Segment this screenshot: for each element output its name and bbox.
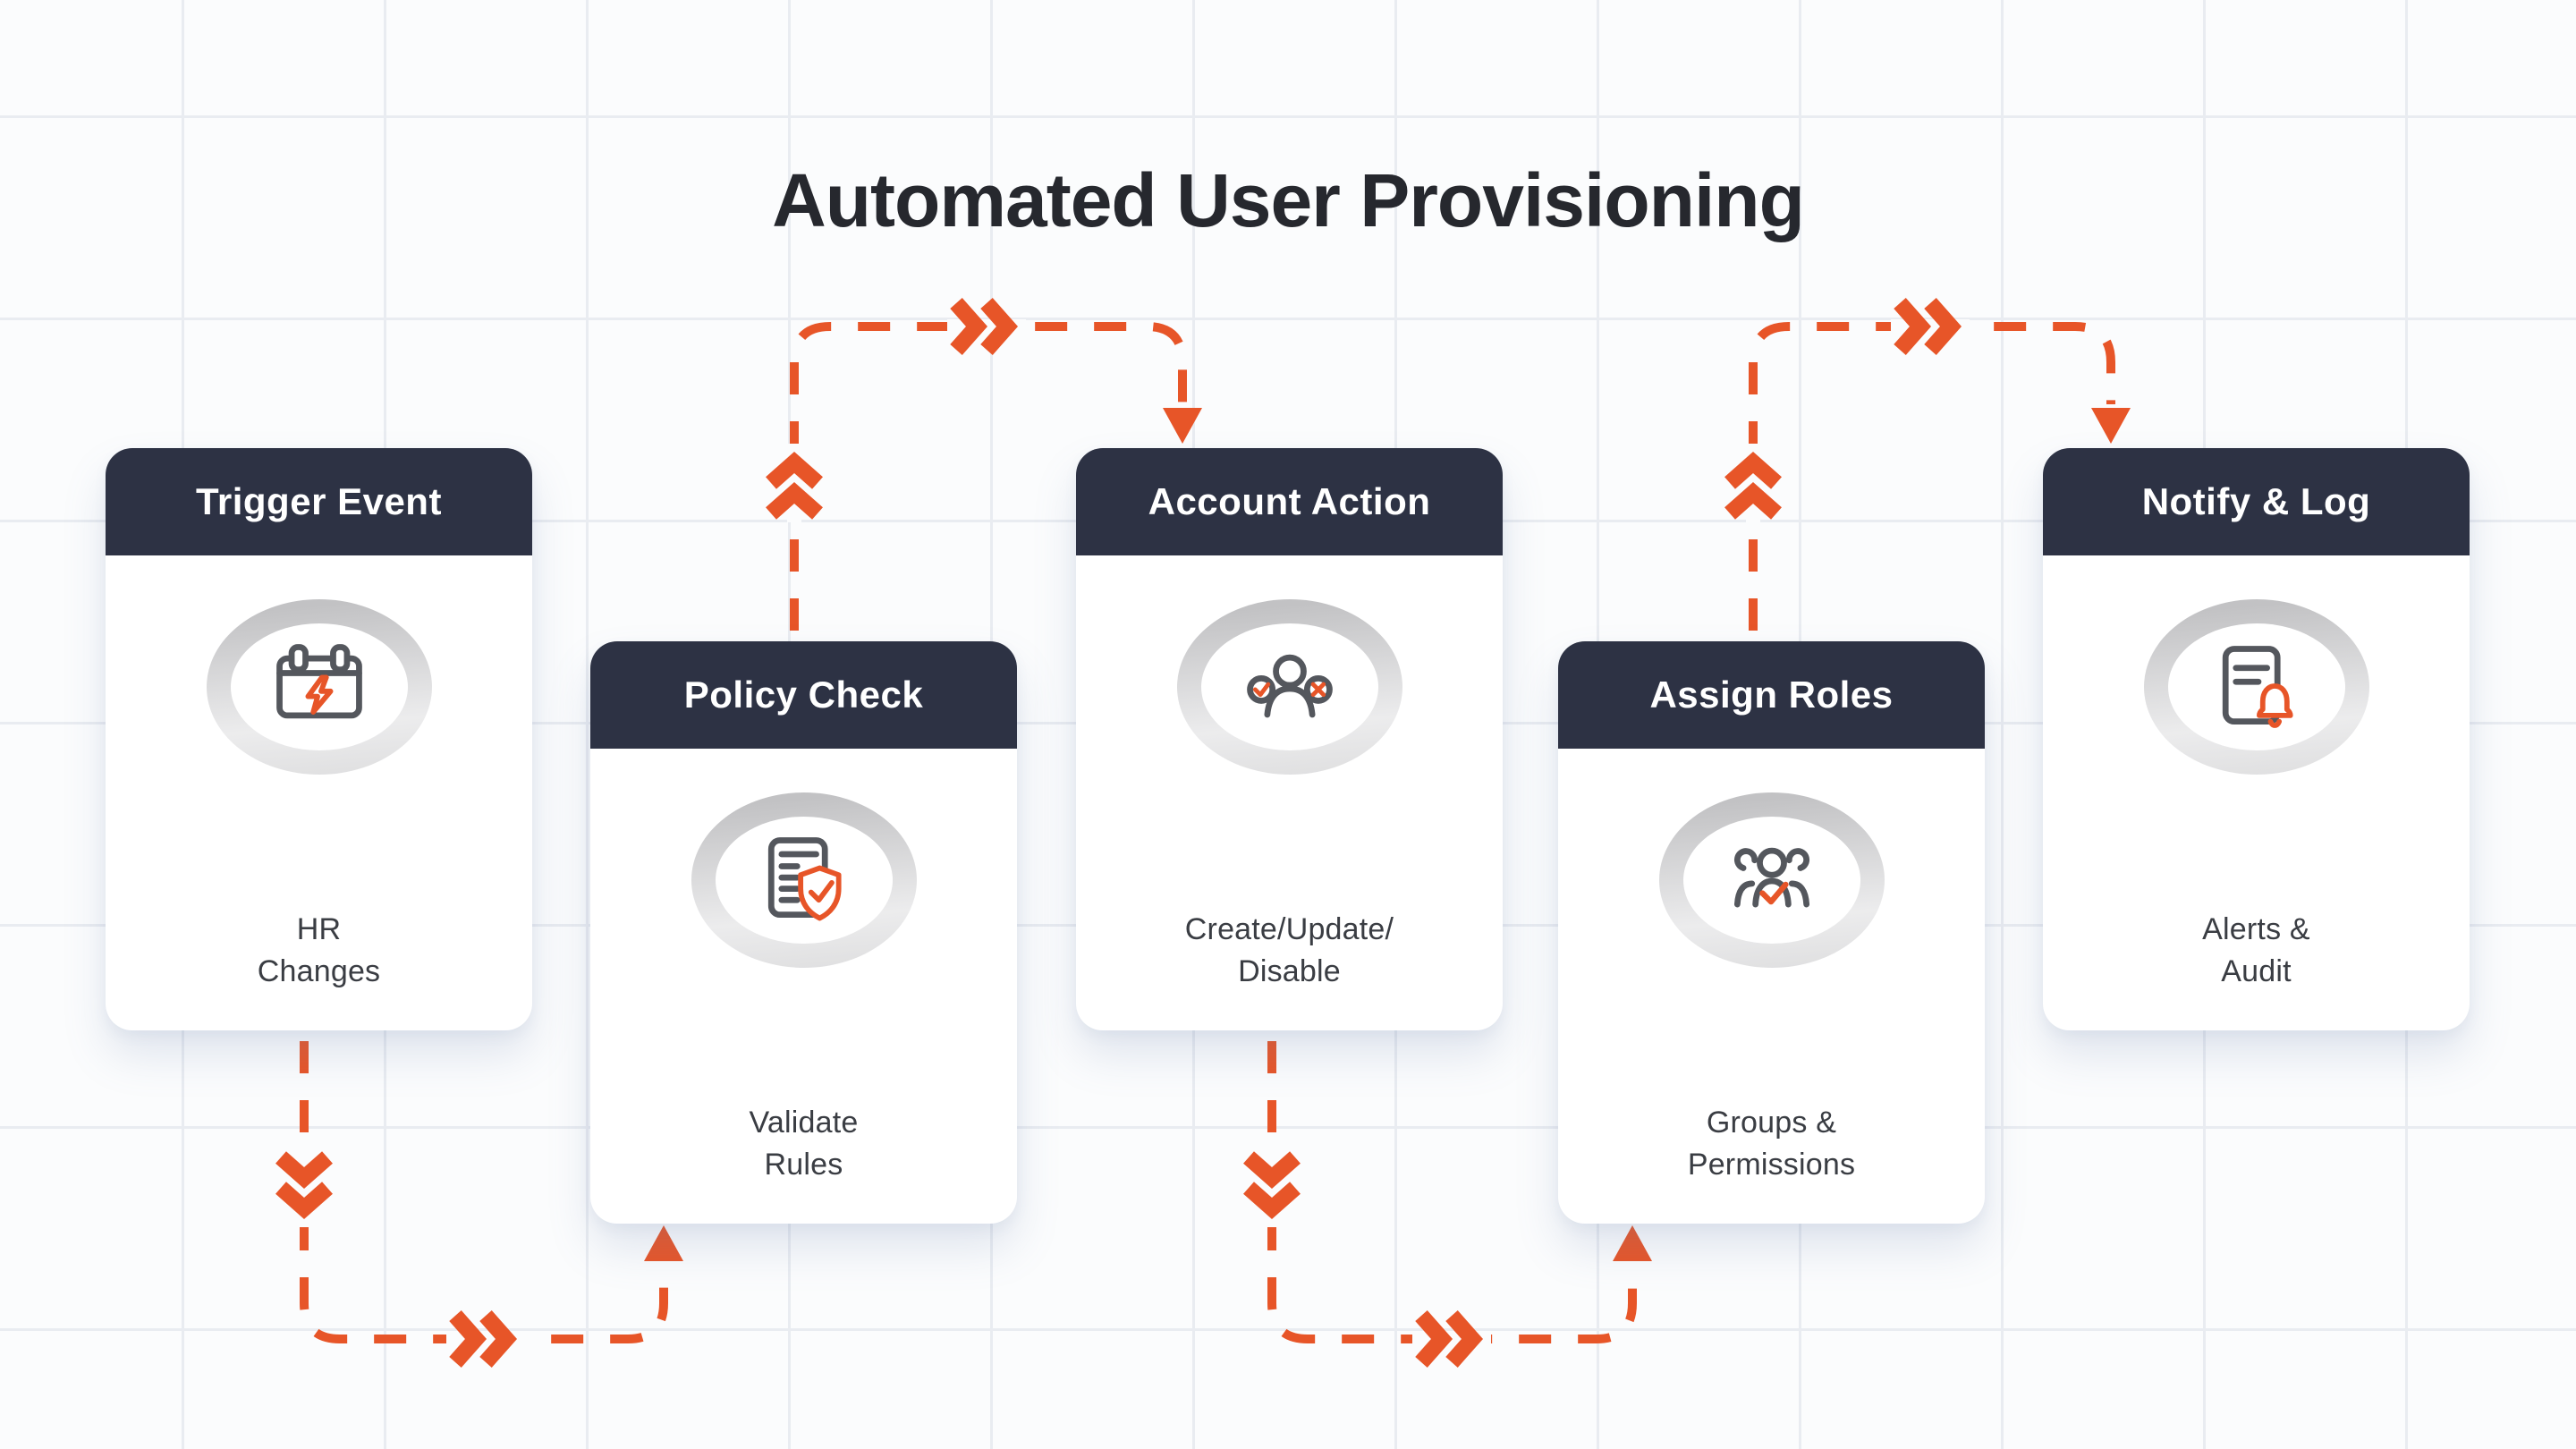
card-label: Groups & Permissions xyxy=(1688,1102,1855,1186)
arrowhead-down-icon xyxy=(2091,408,2131,444)
page-title: Automated User Provisioning xyxy=(772,158,1805,243)
card-notify-log: Notify & Log Alerts & Audit xyxy=(2043,448,2470,1030)
card-header: Account Action xyxy=(1076,448,1503,555)
user-group-check-icon xyxy=(1733,847,1809,908)
card-label: HR Changes xyxy=(258,909,381,993)
document-bell-icon xyxy=(2222,646,2293,728)
icon-ring-inner xyxy=(1682,817,1860,944)
chevron-right-icon xyxy=(947,303,1026,350)
calendar-lightning-icon xyxy=(275,644,362,719)
card-header-label: Account Action xyxy=(1148,480,1431,522)
card-trigger-event: Trigger Event HR Changes xyxy=(106,448,532,1030)
card-header-label: Trigger Event xyxy=(196,480,442,522)
document-shield-check-icon xyxy=(767,837,842,921)
card-label-line1: Validate xyxy=(749,1106,859,1140)
icon-ring-inner xyxy=(1200,623,1378,750)
card-header-label: Assign Roles xyxy=(1649,674,1894,716)
card-label-line1: Create/Update/ xyxy=(1184,912,1394,946)
connector-account-to-assign xyxy=(1249,1041,1652,1362)
card-label-line2: Permissions xyxy=(1687,1147,1856,1182)
arrowhead-down-icon xyxy=(1163,408,1202,444)
connector-assign-to-notify xyxy=(1730,303,2131,631)
card-header-label: Policy Check xyxy=(683,674,924,716)
card-body: Create/Update/ Disable xyxy=(1076,555,1503,1030)
card-label-line2: Audit xyxy=(2221,953,2292,988)
user-approve-reject-icon xyxy=(1246,654,1333,718)
connector-policy-to-account xyxy=(771,303,1202,631)
card-header-label: Notify & Log xyxy=(2141,480,2371,522)
card-label-line1: Alerts & xyxy=(2202,912,2310,946)
card-label-line2: Disable xyxy=(1238,953,1341,988)
chevron-down-icon xyxy=(281,1148,327,1227)
arrowhead-up-icon xyxy=(1613,1225,1652,1261)
chevron-up-icon xyxy=(771,444,818,522)
chevron-right-icon xyxy=(1412,1316,1491,1362)
chevron-up-icon xyxy=(1730,444,1776,522)
card-label-line1: HR xyxy=(296,912,342,946)
card-account-action: Account Action Create/Update/ xyxy=(1076,448,1503,1030)
card-policy-check: Policy Check Vali xyxy=(590,641,1017,1224)
card-body: Validate Rules xyxy=(590,749,1017,1224)
card-body: HR Changes xyxy=(106,555,532,1030)
icon-ring-inner xyxy=(2167,623,2345,750)
card-label: Create/Update/ Disable xyxy=(1185,909,1394,993)
card-body: Alerts & Audit xyxy=(2043,555,2470,1030)
card-header: Policy Check xyxy=(590,641,1017,749)
chevron-right-icon xyxy=(1891,303,1970,350)
chevron-down-icon xyxy=(1249,1148,1295,1227)
card-header: Notify & Log xyxy=(2043,448,2470,555)
card-label-line2: Rules xyxy=(764,1147,843,1182)
card-assign-roles: Assign Roles Groups & xyxy=(1558,641,1985,1224)
icon-ring xyxy=(691,792,917,968)
icon-ring xyxy=(1658,792,1885,968)
chevron-right-icon xyxy=(446,1316,525,1362)
card-label-line2: Changes xyxy=(257,953,381,988)
card-label: Alerts & Audit xyxy=(2202,909,2310,993)
arrowhead-up-icon xyxy=(644,1225,683,1261)
icon-ring xyxy=(206,599,432,775)
icon-ring xyxy=(1176,599,1402,775)
card-body: Groups & Permissions xyxy=(1558,749,1985,1224)
card-header: Trigger Event xyxy=(106,448,532,555)
card-label: Validate Rules xyxy=(750,1102,859,1186)
icon-ring xyxy=(2143,599,2369,775)
card-header: Assign Roles xyxy=(1558,641,1985,749)
connector-trigger-to-policy xyxy=(281,1041,683,1362)
icon-ring-inner xyxy=(715,817,893,944)
card-label-line1: Groups & xyxy=(1706,1106,1837,1140)
icon-ring-inner xyxy=(230,623,408,750)
